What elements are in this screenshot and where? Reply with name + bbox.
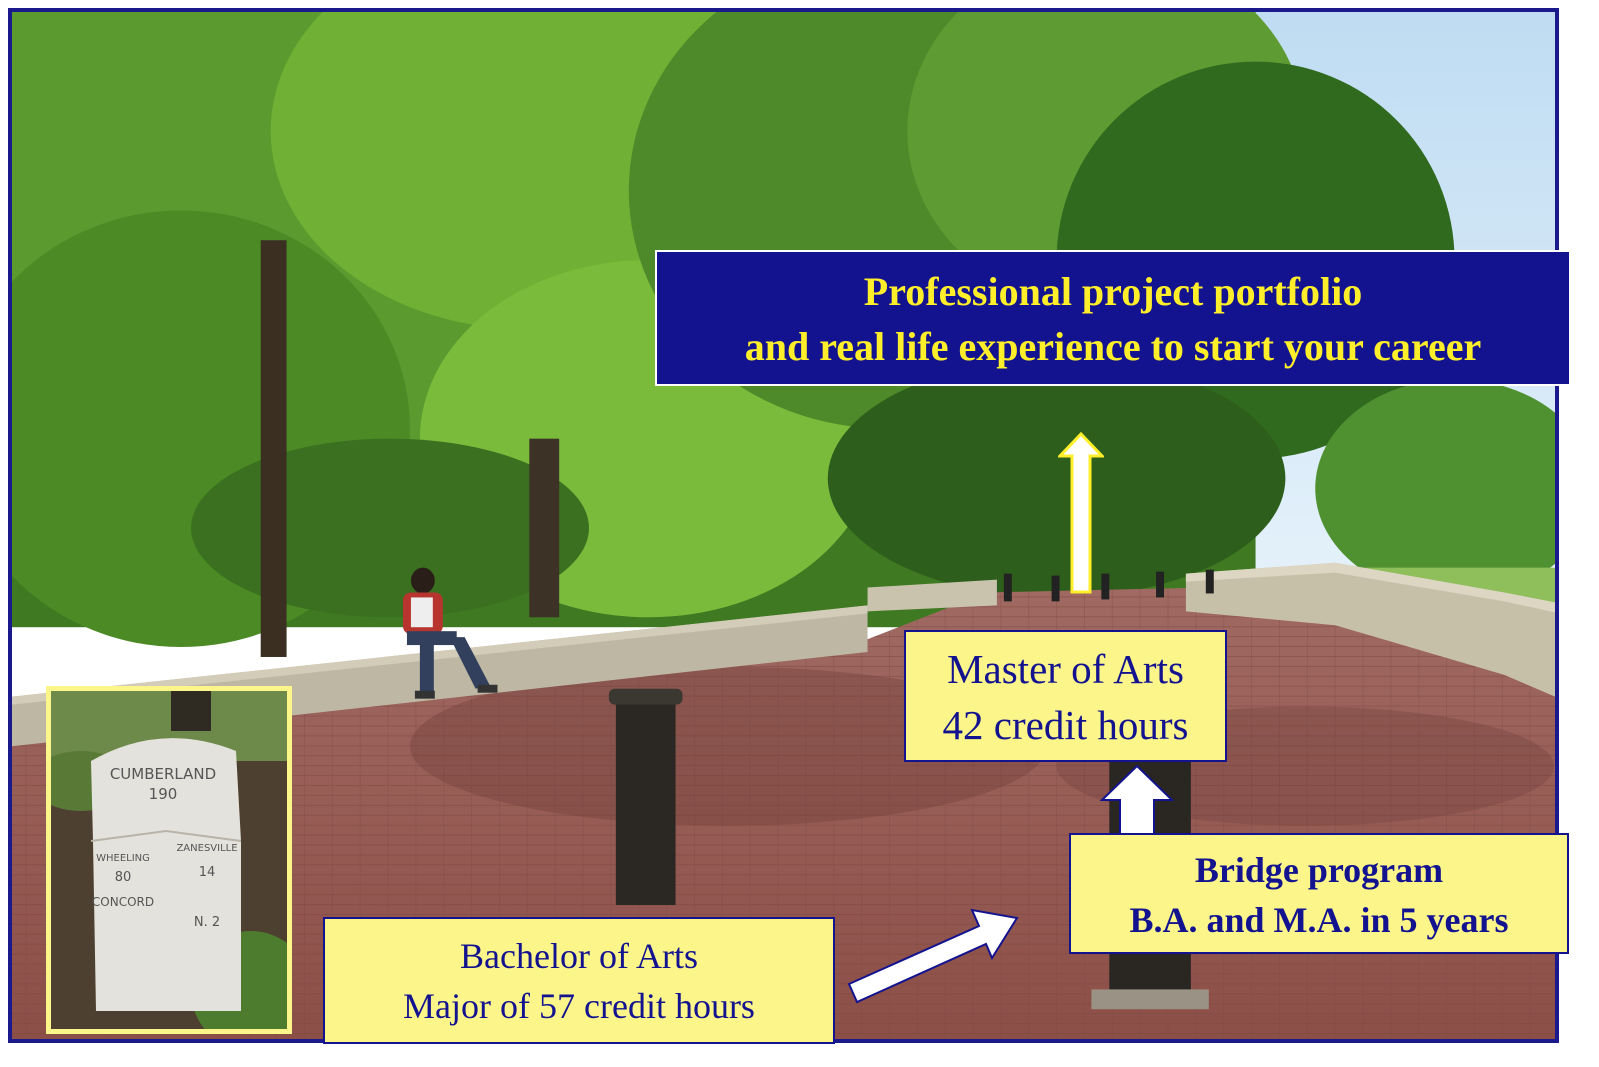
slide-frame: CUMBERLAND 190 WHEELING 80 ZANESVILLE 14…	[8, 8, 1559, 1043]
milestone-bottom-town: CONCORD	[92, 895, 154, 909]
portfolio-callout: Professional project portfolio and real …	[655, 250, 1571, 386]
milestone-image: CUMBERLAND 190 WHEELING 80 ZANESVILLE 14…	[51, 691, 287, 1029]
milestone-right-miles: 14	[199, 865, 216, 880]
portfolio-line1: Professional project portfolio	[863, 269, 1363, 314]
milestone-line2: 190	[149, 785, 178, 803]
master-line2: 42 credit hours	[942, 702, 1189, 748]
up-arrow-to-portfolio	[1058, 432, 1104, 594]
bridge-line2: B.A. and M.A. in 5 years	[1129, 900, 1509, 940]
bachelor-callout: Bachelor of Arts Major of 57 credit hour…	[323, 917, 835, 1044]
portfolio-line2: and real life experience to start your c…	[744, 324, 1482, 369]
milestone-bottom-no: N. 2	[194, 915, 220, 930]
bachelor-line2: Major of 57 credit hours	[403, 986, 755, 1026]
bridge-line1: Bridge program	[1194, 850, 1444, 890]
up-arrow-to-master	[1100, 764, 1174, 839]
milestone-left-town: WHEELING	[96, 853, 150, 864]
master-line1: Master of Arts	[947, 646, 1184, 692]
master-callout: Master of Arts 42 credit hours	[904, 630, 1227, 762]
park-walkway-photo	[12, 12, 1555, 1039]
seated-person	[402, 567, 498, 699]
diagonal-arrow-to-bridge	[847, 908, 1019, 1004]
milestone-left-miles: 80	[115, 870, 132, 885]
milestone-right-town: ZANESVILLE	[176, 843, 237, 854]
milestone-inset-photo: CUMBERLAND 190 WHEELING 80 ZANESVILLE 14…	[46, 686, 292, 1034]
bachelor-line1: Bachelor of Arts	[460, 936, 698, 976]
milestone-line1: CUMBERLAND	[110, 765, 216, 783]
bridge-callout: Bridge program B.A. and M.A. in 5 years	[1069, 833, 1569, 954]
